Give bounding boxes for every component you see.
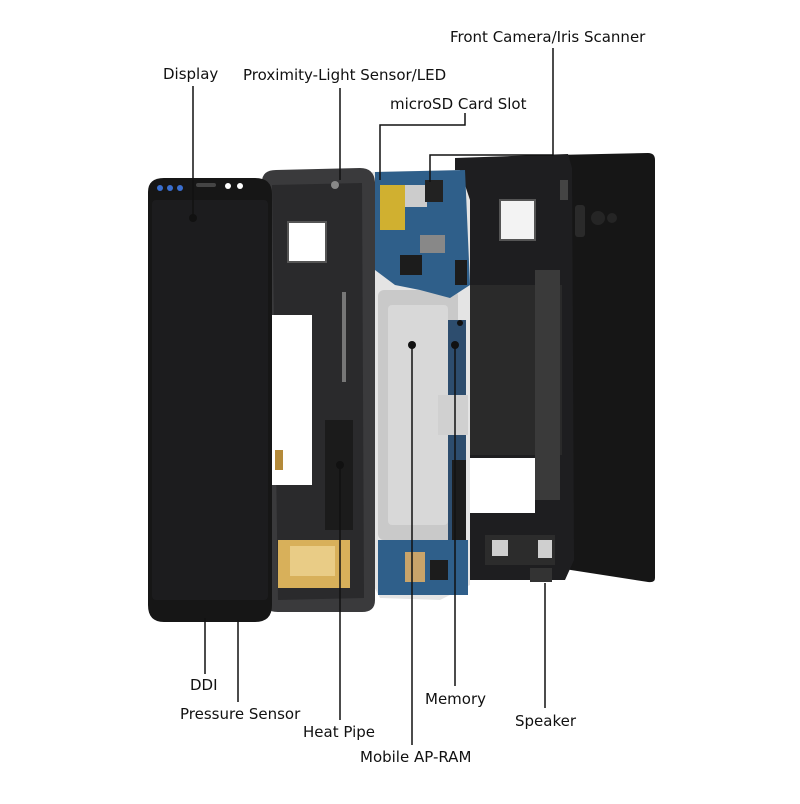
label-proximity-sensor: Proximity-Light Sensor/LED xyxy=(243,66,447,84)
display-panel xyxy=(148,178,272,622)
label-ddi: DDI xyxy=(190,676,218,694)
memory-dot xyxy=(451,341,459,349)
display-dot xyxy=(189,214,197,222)
sd-slot xyxy=(380,185,405,230)
microsd-leader xyxy=(379,113,466,180)
label-pressure-sensor: Pressure Sensor xyxy=(180,705,301,723)
mid-frame xyxy=(455,154,574,582)
inner-frame xyxy=(262,168,375,612)
rear-glass-cover xyxy=(555,153,655,583)
board-dot xyxy=(457,320,463,326)
leader-lines xyxy=(192,48,554,745)
label-mobile-ap-ram: Mobile AP-RAM xyxy=(360,748,472,766)
label-front-camera: Front Camera/Iris Scanner xyxy=(450,28,646,46)
front-camera-leader xyxy=(429,48,554,182)
label-heat-pipe: Heat Pipe xyxy=(303,723,375,741)
leader-dots xyxy=(189,214,463,469)
heat-pipe-dot xyxy=(336,461,344,469)
mobile-ap-dot xyxy=(408,341,416,349)
label-speaker: Speaker xyxy=(515,712,577,730)
label-memory: Memory xyxy=(425,690,487,708)
heat-pipe xyxy=(325,420,353,530)
label-display: Display xyxy=(163,65,219,83)
mainboard-and-battery xyxy=(368,170,470,600)
label-microsd-slot: microSD Card Slot xyxy=(390,95,527,113)
